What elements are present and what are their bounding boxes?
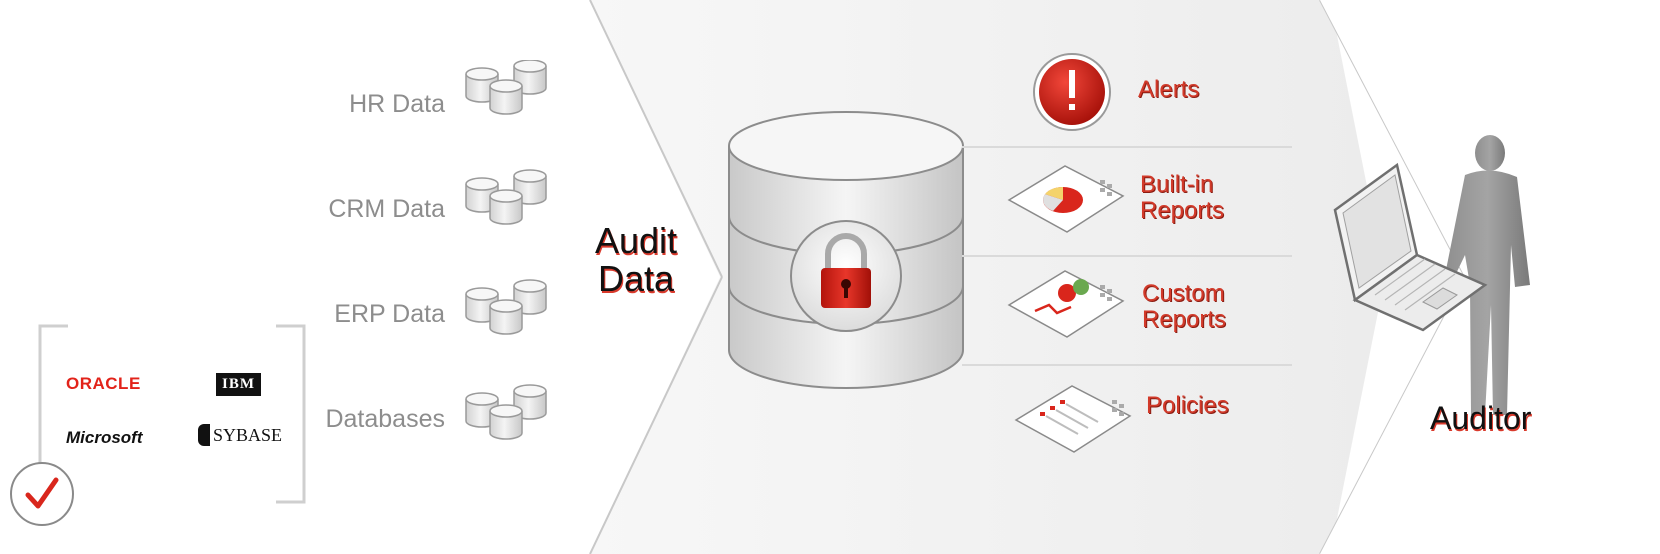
builtin-report-icon xyxy=(1007,165,1125,233)
separator-line xyxy=(962,255,1292,257)
builtin-reports-label: Built-in Reports xyxy=(1140,172,1224,224)
source-label-databases: Databases xyxy=(325,405,445,433)
builtin-reports-line2: Reports xyxy=(1140,197,1225,224)
database-cluster-icons xyxy=(462,60,557,500)
laptop-icon xyxy=(1333,162,1488,332)
sybase-mark-icon xyxy=(198,424,210,446)
source-label-crm: CRM Data xyxy=(328,195,445,223)
database-cluster-icon-erp xyxy=(466,280,546,334)
chevron-left xyxy=(590,0,1385,554)
policy-icon xyxy=(1014,385,1132,453)
database-cluster-icon-hr xyxy=(466,60,546,114)
central-database-icon xyxy=(728,111,964,389)
person-icon xyxy=(1445,135,1530,415)
vendor-microsoft-logo: Microsoft xyxy=(66,428,143,447)
audit-data-line1: Audit xyxy=(595,220,678,261)
custom-report-icon xyxy=(1007,270,1125,338)
separator-line xyxy=(962,146,1292,148)
audit-data-line2: Data xyxy=(598,258,675,299)
auditor-figure xyxy=(1333,135,1530,415)
alert-icon xyxy=(1033,53,1111,131)
source-label-hr: HR Data xyxy=(349,90,445,118)
custom-reports-line1: Custom xyxy=(1142,280,1225,307)
vendor-sybase-text: SYBASE xyxy=(213,424,283,445)
vendor-oracle-logo: ORACLE xyxy=(66,374,141,393)
database-cluster-icon-crm xyxy=(466,170,546,224)
padlock-icon xyxy=(790,220,902,332)
separator-line xyxy=(962,364,1292,366)
vendor-ibm-logo: IBM xyxy=(216,373,261,396)
auditor-label: Auditor xyxy=(1430,400,1532,436)
vendor-sybase-logo: SYBASE xyxy=(198,424,282,446)
database-cluster-icon-databases xyxy=(466,385,546,439)
custom-reports-line2: Reports xyxy=(1142,306,1227,333)
policies-label: Policies xyxy=(1146,392,1229,419)
custom-reports-label: Custom Reports xyxy=(1142,281,1226,333)
source-label-erp: ERP Data xyxy=(334,300,445,328)
audit-data-label: Audit Data xyxy=(595,222,677,298)
builtin-reports-line1: Built-in xyxy=(1140,171,1214,198)
checkmark-icon xyxy=(10,462,74,526)
alerts-label: Alerts xyxy=(1138,76,1200,103)
